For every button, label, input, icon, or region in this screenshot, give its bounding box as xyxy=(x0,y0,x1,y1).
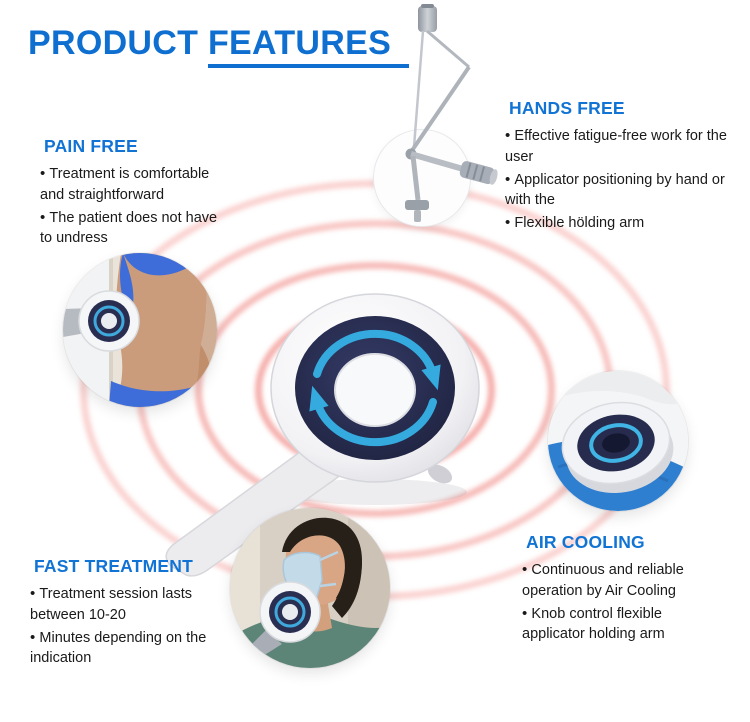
fast-treatment-photo xyxy=(230,508,390,668)
air-cooling-bullet-list: Continuous and reliable operation by Air… xyxy=(522,560,727,644)
arm-applicator-holder xyxy=(459,161,498,185)
hands-free-bullet: Applicator positioning by hand or with t… xyxy=(505,170,733,211)
fast-treatment-bullet: Treatment session lasts between 10-20 xyxy=(30,584,235,625)
title-word-features: FEATURES xyxy=(207,24,410,68)
pain-free-bullet: Treatment is comfortable and straightfor… xyxy=(40,164,230,205)
title-word-product: PRODUCT xyxy=(28,24,199,62)
hands-free-bullet: Flexible hölding arm xyxy=(505,213,733,234)
feature-air-cooling: AIR COOLING Continuous and reliable oper… xyxy=(522,532,727,647)
holding-arm-illustration xyxy=(405,4,498,222)
arm-bottom-mount xyxy=(405,200,429,210)
patient-back-skin xyxy=(115,253,214,407)
hands-free-heading: HANDS FREE xyxy=(509,98,625,118)
page-title: PRODUCT FEATURES xyxy=(28,24,410,68)
fast-treatment-bullet-list: Treatment session lasts between 10-20 Mi… xyxy=(30,584,235,668)
handle-connector xyxy=(427,464,453,484)
ring-applicator-illustration xyxy=(165,293,480,577)
feature-fast-treatment: FAST TREATMENT Treatment session lasts b… xyxy=(30,556,235,671)
pain-free-photo xyxy=(63,253,217,407)
fast-treatment-bullet: Minutes depending on the indication xyxy=(30,628,235,669)
applicator-ring-small xyxy=(259,581,321,643)
patient-back-illustration xyxy=(63,253,217,407)
hands-free-bullet-list: Effective fatigue-free work for the user… xyxy=(505,126,733,234)
fast-treatment-heading: FAST TREATMENT xyxy=(34,556,193,576)
air-cooling-heading: AIR COOLING xyxy=(526,532,645,552)
feature-hands-free: HANDS FREE Effective fatigue-free work f… xyxy=(505,98,733,237)
device-shadow xyxy=(283,479,467,505)
arm-vertical-post xyxy=(410,155,421,201)
arm-top-mount xyxy=(418,6,437,32)
applicator-ring-tilted xyxy=(561,401,674,493)
applicator-handle xyxy=(165,439,340,577)
patient-hair xyxy=(282,517,362,606)
pain-free-heading: PAIN FREE xyxy=(44,136,138,156)
pain-free-bullet-list: Treatment is comfortable and straightfor… xyxy=(40,164,230,248)
air-cooling-photo xyxy=(548,371,688,511)
air-cooling-bullet: Continuous and reliable operation by Air… xyxy=(522,560,727,601)
feature-pain-free: PAIN FREE Treatment is comfortable and s… xyxy=(40,136,230,251)
rotation-arrow-bottom xyxy=(309,385,437,447)
arm-rod-upper xyxy=(426,29,470,69)
arm-forearm xyxy=(410,151,464,172)
arm-rod-lower xyxy=(409,65,471,154)
pain-free-bullet: The patient does not have to undress xyxy=(40,208,230,249)
hands-free-bullet: Effective fatigue-free work for the user xyxy=(505,126,733,167)
arm-rod-parallel xyxy=(412,30,425,148)
applicator-hole xyxy=(334,353,416,427)
applicator-on-cloth-illustration xyxy=(548,371,688,511)
rotation-arrow-top xyxy=(313,329,441,391)
patient-shoulder-illustration xyxy=(230,508,390,668)
air-cooling-bullet: Knob control flexible applicator holding… xyxy=(522,604,727,645)
